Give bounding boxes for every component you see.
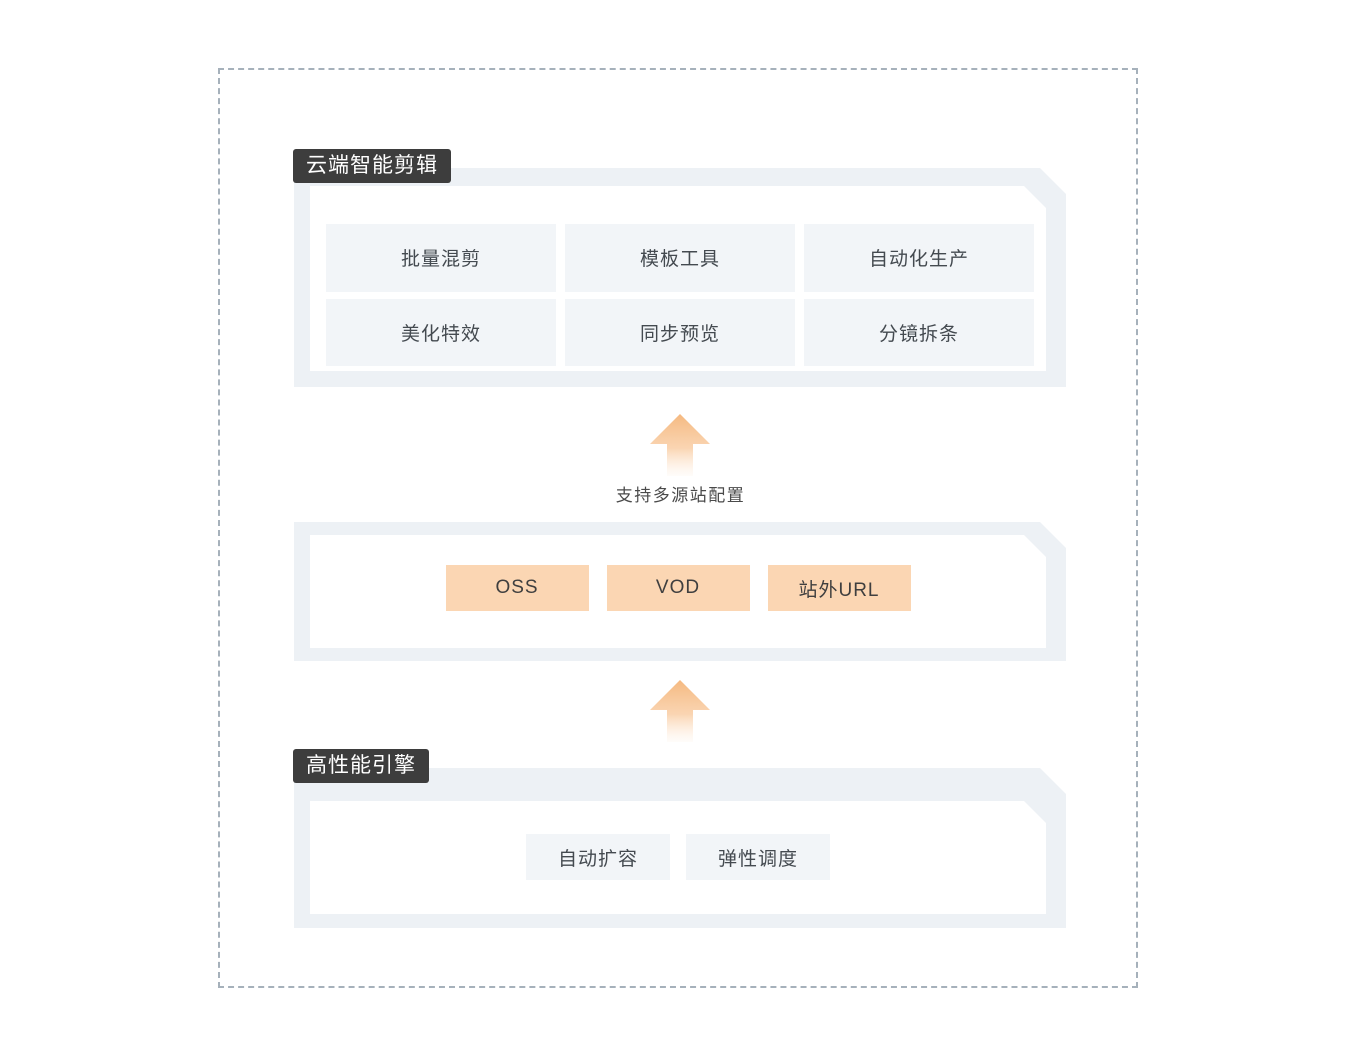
feature-grid: 批量混剪 模板工具 自动化生产 美化特效 同步预览 分镜拆条 bbox=[326, 224, 1034, 366]
diagram-boundary bbox=[218, 68, 1138, 988]
feature-cell[interactable]: 美化特效 bbox=[326, 298, 556, 366]
engine-tag-list: 自动扩容 弹性调度 bbox=[310, 834, 1046, 880]
flow-caption: 支持多源站配置 bbox=[615, 486, 746, 505]
feature-cell[interactable]: 分镜拆条 bbox=[804, 298, 1034, 366]
source-tag-list: OSS VOD 站外URL bbox=[310, 565, 1046, 611]
source-tag[interactable]: OSS bbox=[445, 565, 589, 611]
source-tag[interactable]: 站外URL bbox=[767, 565, 911, 611]
arrow-up-icon bbox=[650, 680, 710, 742]
feature-cell[interactable]: 模板工具 bbox=[565, 224, 795, 292]
engine-tag[interactable]: 自动扩容 bbox=[526, 834, 670, 880]
feature-cell[interactable]: 批量混剪 bbox=[326, 224, 556, 292]
section-badge-engine: 高性能引擎 bbox=[293, 749, 429, 783]
section-badge-cloud-edit: 云端智能剪辑 bbox=[293, 149, 451, 183]
arrow-up-icon bbox=[650, 414, 710, 476]
source-tag[interactable]: VOD bbox=[606, 565, 750, 611]
engine-tag[interactable]: 弹性调度 bbox=[686, 834, 830, 880]
feature-cell[interactable]: 同步预览 bbox=[565, 298, 795, 366]
card-engine bbox=[310, 801, 1046, 914]
feature-cell[interactable]: 自动化生产 bbox=[804, 224, 1034, 292]
